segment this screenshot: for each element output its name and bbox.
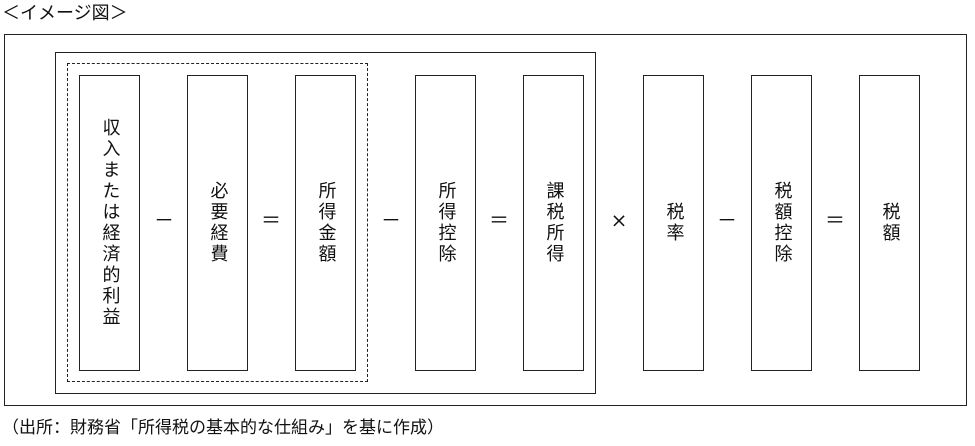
box-tax-credit: 税額控除 bbox=[751, 75, 812, 371]
box-revenue: 収入または経済的利益 bbox=[79, 75, 140, 371]
minus-operator: － bbox=[381, 208, 401, 232]
multiply-operator: × bbox=[610, 208, 628, 232]
box-label: 所得金額 bbox=[315, 181, 337, 265]
box-tax-rate: 税率 bbox=[643, 75, 704, 371]
box-necessary-expenses: 必要経費 bbox=[187, 75, 248, 371]
income-calculation-frame bbox=[55, 52, 596, 394]
box-label: 所得控除 bbox=[435, 181, 457, 265]
minus-operator: － bbox=[154, 208, 174, 232]
minus-operator: － bbox=[717, 208, 737, 232]
box-label: 収入または経済的利益 bbox=[99, 118, 121, 328]
box-taxable-income: 課税所得 bbox=[523, 75, 584, 371]
box-label: 必要経費 bbox=[207, 181, 229, 265]
box-label: 税額控除 bbox=[771, 181, 793, 265]
box-label: 税額 bbox=[879, 202, 901, 244]
outer-frame bbox=[4, 34, 967, 406]
box-label: 課税所得 bbox=[543, 181, 565, 265]
box-income-amount: 所得金額 bbox=[295, 75, 356, 371]
equals-operator: ＝ bbox=[825, 208, 845, 232]
box-income-deduction: 所得控除 bbox=[415, 75, 476, 371]
income-amount-dashed-group bbox=[67, 63, 368, 382]
source-caption: （出所：財務省「所得税の基本的な仕組み」を基に作成） bbox=[2, 418, 444, 438]
box-label: 税率 bbox=[663, 202, 685, 244]
equals-operator: ＝ bbox=[261, 208, 281, 232]
equals-operator: ＝ bbox=[489, 208, 509, 232]
diagram-title: ＜イメージ図＞ bbox=[2, 3, 128, 24]
box-tax-amount: 税額 bbox=[859, 75, 920, 371]
